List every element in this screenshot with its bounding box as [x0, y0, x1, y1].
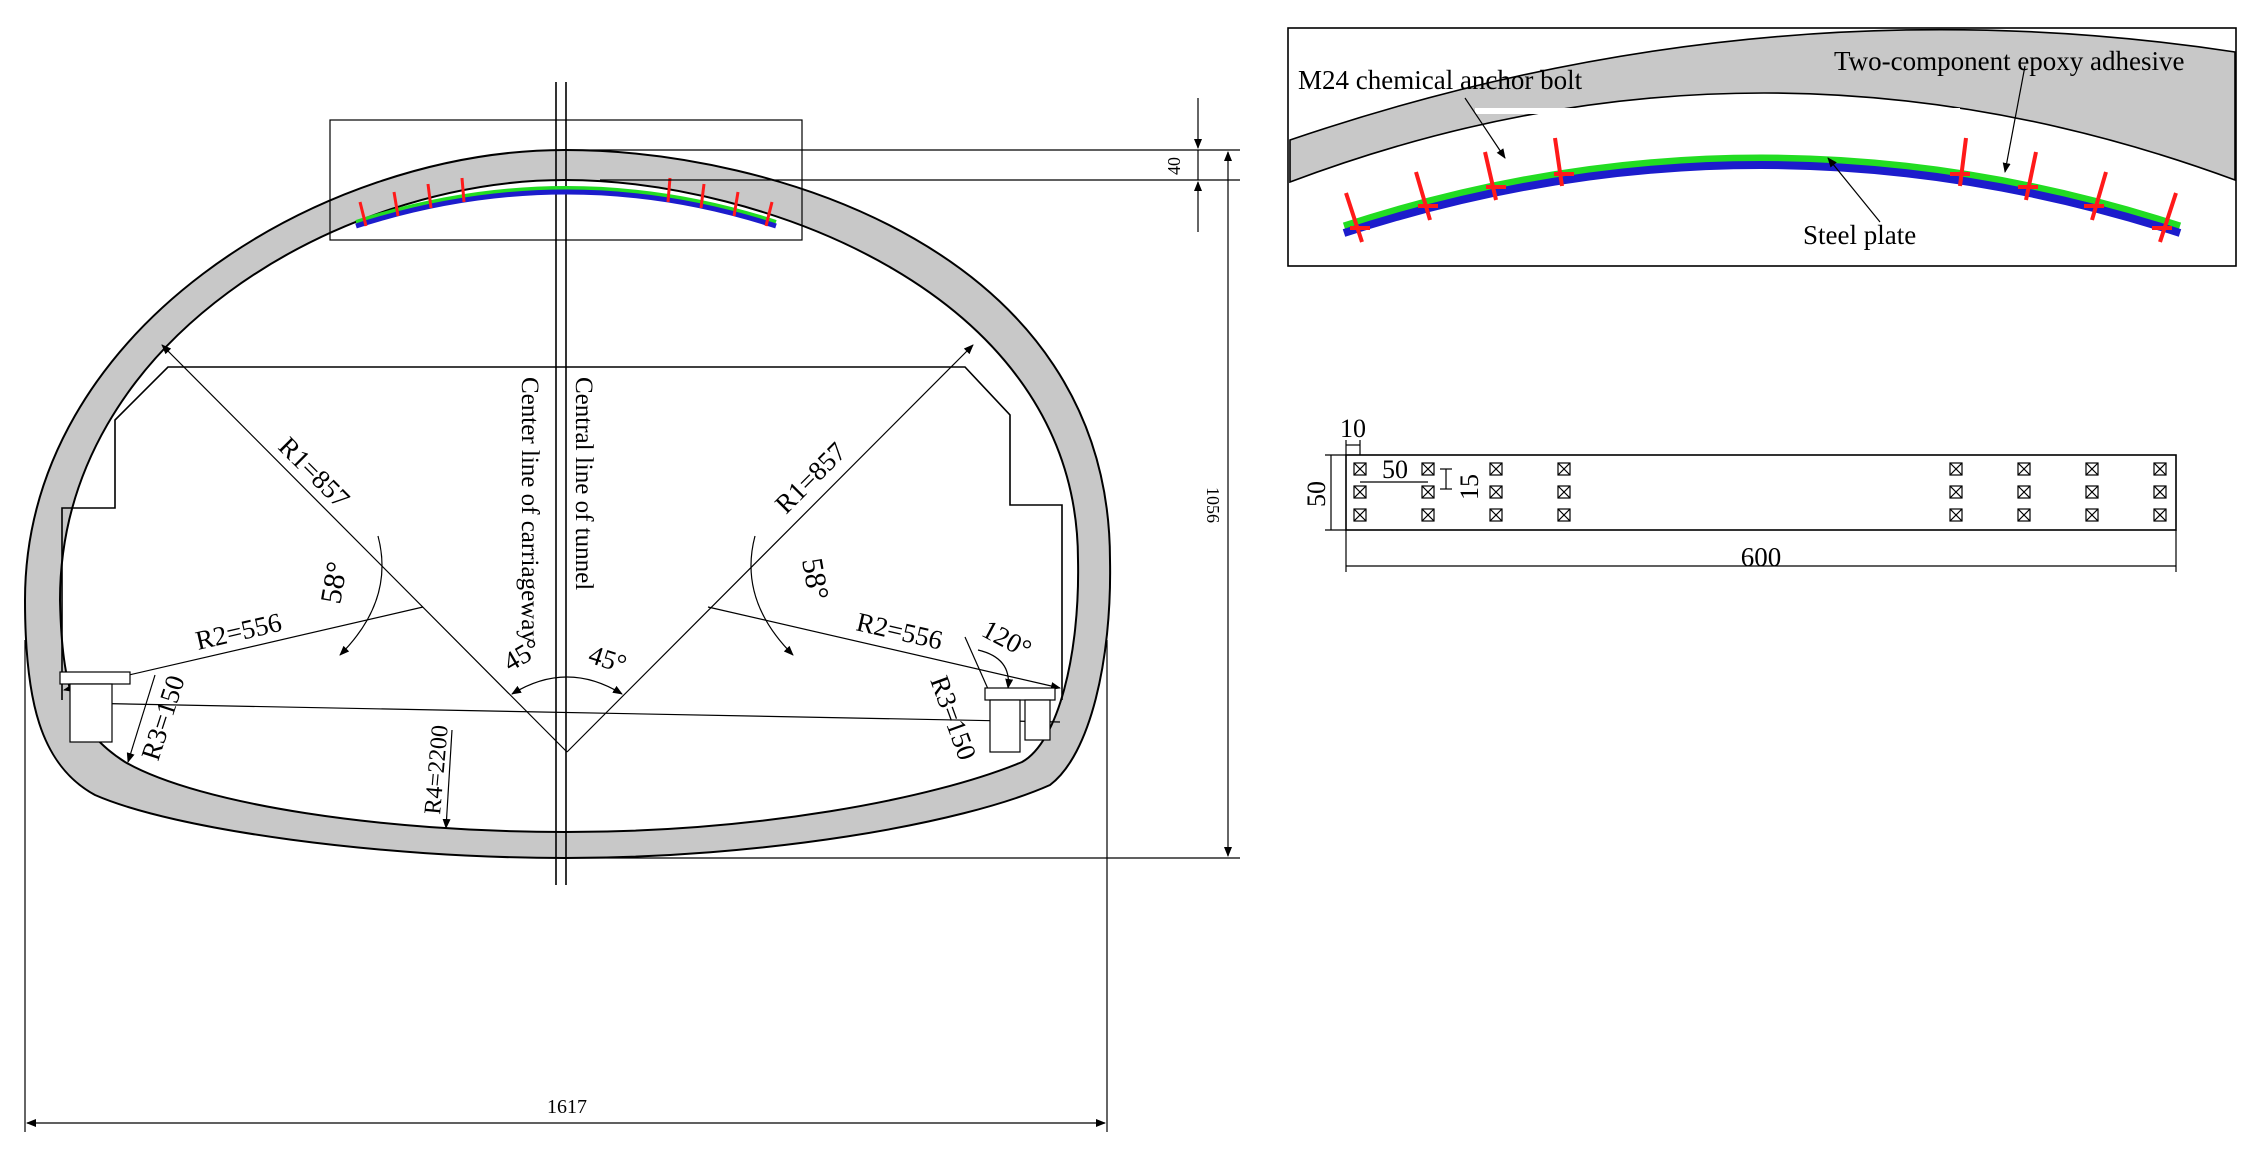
label-dim-15: 15: [1455, 474, 1484, 500]
plate-outline: [1345, 454, 2177, 531]
radius-r1-right: [566, 344, 974, 753]
bolt-hole-mark: [2085, 485, 2099, 499]
equipment-left: [59, 671, 131, 743]
crown-adhesive-layer: [355, 186, 777, 224]
bolt-hole-mark: [1353, 485, 1367, 499]
bolt-hole-mark: [1949, 462, 1963, 476]
radius-r1-left: [161, 344, 568, 753]
bolt-hole-mark: [2153, 508, 2167, 522]
label-anchor-bolt: M24 chemical anchor bolt: [1298, 65, 1583, 95]
bolt-hole-mark: [2085, 462, 2099, 476]
bolt-hole-mark: [2153, 485, 2167, 499]
dimension-15: [1440, 468, 1452, 490]
bolt-hole-mark: [1949, 508, 1963, 522]
bolt-hole-mark: [1421, 508, 1435, 522]
angle-arc-120: [977, 649, 1014, 689]
label-58-right: 58°: [795, 555, 835, 602]
label-58-left: 58°: [314, 559, 354, 606]
label-r2-left: R2=556: [193, 607, 285, 656]
label-dim-thickness: 40: [1164, 157, 1184, 175]
equipment-right: [984, 687, 1056, 753]
bolt-hole-mark: [1557, 508, 1571, 522]
crown-detail: M24 chemical anchor bolt Two-component e…: [1287, 27, 2237, 267]
dimension-600: [1345, 530, 2177, 572]
bolt-hole-mark: [1489, 508, 1503, 522]
bolt-hole-mark: [1421, 485, 1435, 499]
label-dim-10: 10: [1340, 414, 1366, 443]
radius-r4: [442, 729, 453, 829]
label-r1-right: R1=857: [769, 436, 852, 519]
angle-arc-45: [511, 676, 623, 695]
bolt-hole-mark: [1489, 462, 1503, 476]
label-r3-left: R3=150: [135, 672, 190, 764]
bolt-hole-mark: [2017, 485, 2031, 499]
dimension-width: [24, 640, 1108, 1132]
bolt-hole-mark: [1353, 462, 1367, 476]
detail-lining: [1289, 28, 2236, 184]
plate-bolt-holes: [1353, 462, 2167, 522]
label-dim-50-vertical: 50: [1302, 481, 1331, 507]
bolt-hole-mark: [2017, 462, 2031, 476]
label-central-line-tunnel: Central line of tunnel: [570, 377, 597, 590]
radius-r3-left: [126, 674, 156, 763]
crown-anchor-bolts: [358, 177, 774, 227]
dimension-10: [1345, 440, 1361, 455]
bolt-hole-mark: [2085, 508, 2099, 522]
label-epoxy-adhesive: Two-component epoxy adhesive: [1834, 46, 2185, 76]
dimension-thickness: [600, 98, 1240, 232]
crown-steel-plate: [355, 189, 777, 229]
label-r3-right: R3=150: [924, 672, 982, 764]
label-r4: R4=2200: [420, 724, 454, 815]
bolt-hole-mark: [1949, 485, 1963, 499]
dimension-50-vertical: [1325, 454, 1346, 531]
dimension-height: [565, 149, 1240, 859]
detail-frame: [1287, 27, 2237, 267]
detail-anchor-bolts: [1344, 137, 2178, 243]
tunnel-cross-section: R1=857 R1=857 58° 58° R2=556 R2=556 45° …: [23, 82, 1240, 1132]
bolt-hole-mark: [2153, 462, 2167, 476]
crown-reinforcement: [329, 119, 803, 241]
bolt-hole-mark: [1557, 485, 1571, 499]
label-45-right: 45°: [585, 639, 630, 679]
label-dim-50-horizontal: 50: [1382, 455, 1408, 484]
bolt-hole-mark: [1489, 485, 1503, 499]
detail-adhesive-layer: [1342, 154, 2182, 230]
label-steel-plate: Steel plate: [1803, 220, 1916, 250]
detail-top-cut: [1475, 108, 1960, 114]
bolt-hole-mark: [1353, 508, 1367, 522]
label-dim-width: 1617: [547, 1096, 587, 1118]
angle-arc-58-right: [750, 535, 794, 656]
label-dim-height: 1056: [1203, 487, 1223, 523]
bolt-hole-mark: [1421, 462, 1435, 476]
label-center-line-carriageway: Center line of carriageway: [516, 377, 543, 643]
label-120: 120°: [977, 614, 1036, 665]
label-r2-right: R2=556: [854, 607, 946, 656]
bolt-hole-mark: [2017, 508, 2031, 522]
bolt-hole-mark: [1557, 462, 1571, 476]
label-dim-600: 600: [1741, 542, 1782, 572]
angle-arc-58-left: [339, 535, 383, 656]
detail-steel-plate: [1342, 161, 2182, 237]
plate-layout: 10 50 15 50 600: [1302, 414, 2177, 572]
springline: [74, 702, 1061, 723]
label-r1-left: R1=857: [273, 431, 356, 514]
